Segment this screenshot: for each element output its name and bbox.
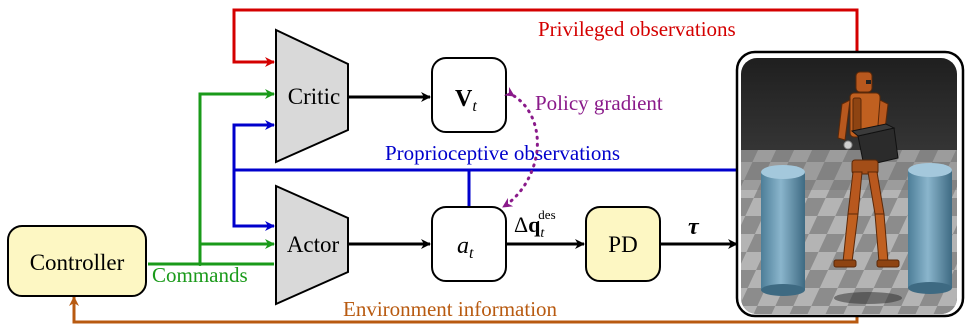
environment-information-path — [69, 296, 859, 324]
humanoid-robot-icon — [833, 71, 902, 304]
right-cylinder-icon — [908, 163, 952, 294]
critic-network — [275, 28, 349, 164]
critic-label: Critic — [288, 84, 340, 109]
policy-gradient-arrow — [501, 86, 539, 209]
commands-label: Commands — [152, 263, 248, 287]
simulation-render — [735, 50, 965, 318]
policy-gradient-label: Policy gradient — [535, 91, 663, 115]
commands-path — [148, 89, 275, 266]
environment-information-label: Environment information — [343, 297, 558, 321]
actor-label: Actor — [287, 232, 340, 257]
action-box — [431, 206, 507, 282]
left-cylinder-icon — [761, 165, 805, 296]
value-symbol: Vt — [455, 86, 477, 115]
privileged-observations-path — [232, 8, 859, 67]
tau-label: τ — [688, 214, 700, 240]
controller-label: Controller — [30, 250, 125, 275]
proprioceptive-observations-path — [232, 120, 741, 231]
privileged-observations-label: Privileged observations — [538, 17, 736, 41]
action-symbol: at — [457, 233, 474, 262]
pd-label: PD — [608, 232, 637, 257]
proprioceptive-observations-label: Proprioceptive observations — [385, 141, 620, 165]
controller-box — [7, 225, 147, 297]
actor-network — [275, 184, 349, 306]
delta-q-des-label: Δqtdes — [514, 207, 556, 241]
